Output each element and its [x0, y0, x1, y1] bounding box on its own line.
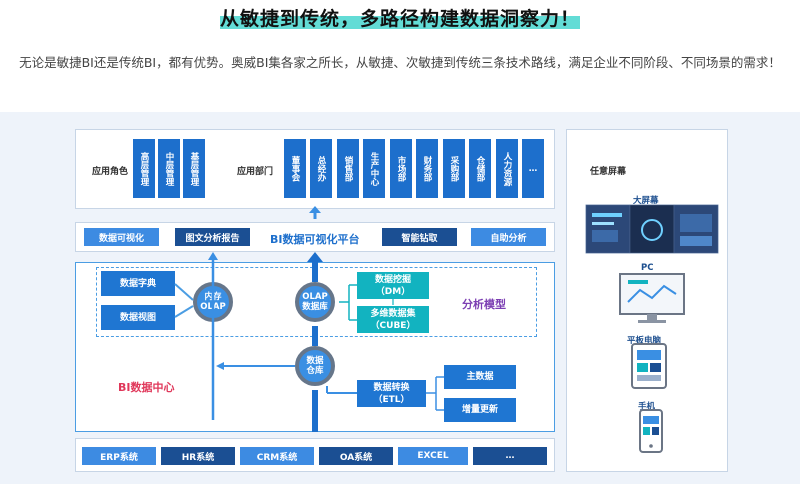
device-pc-label: PC	[641, 263, 654, 273]
warehouse-line1: 数据	[306, 356, 324, 366]
dept-sales[interactable]: 销售部	[337, 139, 359, 198]
drill-down-button[interactable]: 智能钻取	[382, 228, 457, 246]
memory-olap-node[interactable]: 内存 OLAP	[193, 282, 233, 322]
title-highlight	[220, 16, 580, 29]
data-view-box[interactable]: 数据视图	[101, 305, 175, 330]
olap-db-line1: OLAP	[302, 292, 328, 302]
data-dictionary-box[interactable]: 数据字典	[101, 271, 175, 296]
source-oa[interactable]: OA系统	[319, 447, 393, 465]
etl-line2: （ETL）	[373, 394, 410, 405]
analysis-model-label: 分析模型	[462, 298, 506, 311]
source-more[interactable]: …	[473, 447, 547, 465]
data-mining-line1: 数据挖掘	[374, 274, 411, 285]
page-subtitle: 无论是敏捷BI还是传统BI，都有优势。奥威BI集各家之所长，从敏捷、次敏捷到传统…	[19, 55, 781, 70]
dept-board[interactable]: 董事会	[284, 139, 306, 198]
role-middle[interactable]: 中层管理	[158, 139, 180, 198]
cube-line1: 多维数据集	[370, 308, 416, 319]
report-button[interactable]: 图文分析报告	[175, 228, 250, 246]
devices-panel	[566, 129, 728, 472]
data-mining-line2: （DM）	[375, 286, 411, 297]
olap-database-node[interactable]: OLAP 数据库	[295, 282, 335, 322]
dept-more[interactable]: …	[522, 139, 544, 198]
dept-hr[interactable]: 人力资源	[496, 139, 518, 198]
data-mining-box[interactable]: 数据挖掘 （DM）	[357, 272, 429, 299]
source-excel[interactable]: EXCEL	[398, 447, 468, 465]
olap-db-line2: 数据库	[302, 302, 328, 312]
data-visualization-button[interactable]: 数据可视化	[84, 228, 159, 246]
dept-gm-office[interactable]: 总经办	[310, 139, 332, 198]
data-dictionary-label: 数据字典	[119, 278, 156, 289]
self-service-button[interactable]: 自助分析	[471, 228, 546, 246]
device-big-screen-label: 大屏幕	[633, 196, 659, 206]
source-hr[interactable]: HR系统	[161, 447, 235, 465]
source-erp[interactable]: ERP系统	[82, 447, 156, 465]
master-data-box[interactable]: 主数据	[444, 365, 516, 389]
etl-box[interactable]: 数据转换 （ETL）	[357, 380, 426, 407]
dept-purchasing[interactable]: 采购部	[443, 139, 465, 198]
dept-warehouse[interactable]: 仓储部	[469, 139, 491, 198]
source-crm[interactable]: CRM系统	[240, 447, 314, 465]
incremental-update-label: 增量更新	[461, 405, 498, 415]
data-warehouse-node[interactable]: 数据 仓库	[295, 346, 335, 386]
master-data-label: 主数据	[466, 372, 494, 382]
etl-line1: 数据转换	[373, 382, 410, 393]
cube-box[interactable]: 多维数据集 （CUBE）	[357, 306, 429, 333]
dept-marketing[interactable]: 市场部	[390, 139, 412, 198]
memory-olap-line1: 内存	[204, 292, 222, 302]
device-tablet-label: 平板电脑	[627, 336, 662, 346]
roles-label: 应用角色	[92, 167, 129, 177]
warehouse-line2: 仓库	[306, 366, 324, 376]
page-title: 从敏捷到传统，多路径构建数据洞察力！	[219, 8, 580, 30]
platform-title: BI数据可视化平台	[270, 233, 360, 246]
dept-finance[interactable]: 财务部	[416, 139, 438, 198]
data-center-label: BI数据中心	[118, 381, 175, 394]
role-senior[interactable]: 高层管理	[133, 139, 155, 198]
cube-line2: （CUBE）	[370, 320, 416, 331]
data-view-label: 数据视图	[119, 312, 156, 323]
incremental-update-box[interactable]: 增量更新	[444, 398, 516, 422]
devices-title: 任意屏幕	[590, 167, 627, 177]
dept-production[interactable]: 生产中心	[363, 139, 385, 198]
device-phone-label: 手机	[638, 402, 656, 412]
role-base[interactable]: 基层管理	[183, 139, 205, 198]
memory-olap-line2: OLAP	[200, 302, 226, 312]
departments-label: 应用部门	[237, 167, 274, 177]
